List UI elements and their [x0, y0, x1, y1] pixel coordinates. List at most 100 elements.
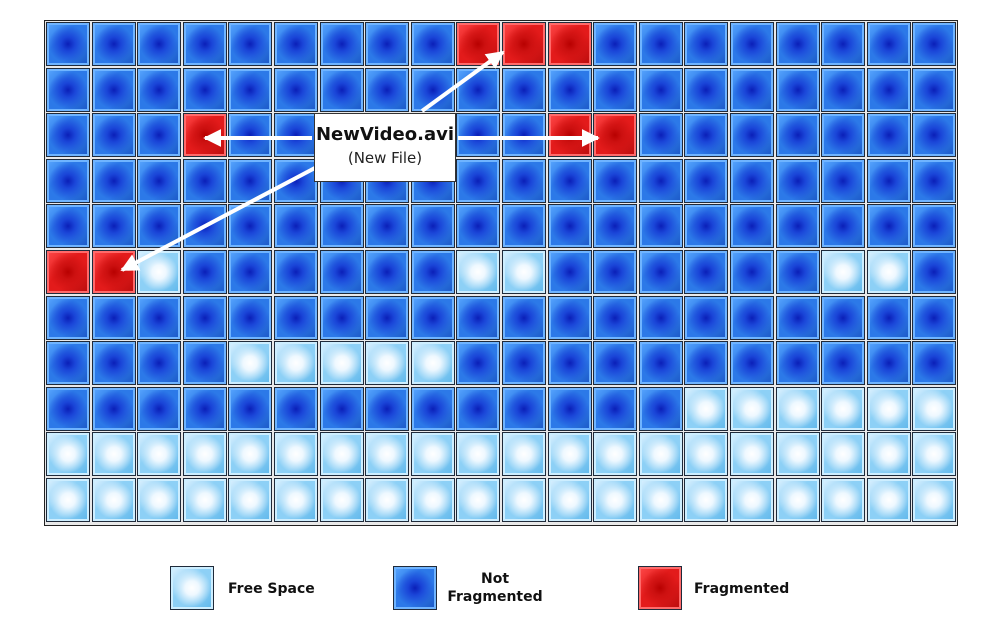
block-not-fragmented — [228, 386, 273, 431]
block-not-fragmented — [502, 113, 546, 158]
block-not-fragmented — [91, 295, 136, 340]
block-not-fragmented — [365, 204, 410, 249]
block-not-fragmented — [365, 67, 410, 112]
block-free-space — [775, 478, 820, 522]
block-not-fragmented — [684, 22, 729, 66]
block-not-fragmented — [502, 158, 546, 203]
block-not-fragmented — [91, 22, 136, 66]
block-not-fragmented — [821, 204, 866, 249]
block-free-space — [274, 478, 318, 522]
block-free-space — [638, 432, 683, 477]
block-free-space — [46, 432, 90, 477]
block-not-fragmented — [46, 158, 90, 203]
block-free-space — [182, 432, 227, 477]
block-not-fragmented — [593, 386, 638, 431]
block-not-fragmented — [228, 67, 273, 112]
block-free-space — [228, 341, 273, 386]
block-not-fragmented — [274, 295, 318, 340]
block-free-space — [821, 250, 866, 294]
block-not-fragmented — [912, 158, 957, 203]
block-not-fragmented — [456, 386, 501, 431]
block-free-space — [502, 478, 546, 522]
legend-fragmented-label: Fragmented — [694, 581, 790, 597]
block-free-space — [456, 432, 501, 477]
block-not-fragmented — [912, 295, 957, 340]
block-not-fragmented — [228, 113, 273, 158]
block-not-fragmented — [319, 295, 364, 340]
block-not-fragmented — [684, 158, 729, 203]
block-free-space — [319, 478, 364, 522]
block-fragmented — [593, 113, 638, 158]
block-not-fragmented — [866, 113, 911, 158]
block-free-space — [730, 478, 774, 522]
block-not-fragmented — [730, 295, 774, 340]
block-not-fragmented — [274, 250, 318, 294]
block-not-fragmented — [137, 204, 182, 249]
block-not-fragmented — [410, 204, 455, 249]
block-free-space — [730, 386, 774, 431]
block-not-fragmented — [684, 204, 729, 249]
block-not-fragmented — [502, 204, 546, 249]
legend-not-fragmented-line2: Fragmented — [447, 589, 543, 605]
block-not-fragmented — [46, 22, 90, 66]
block-free-space — [593, 432, 638, 477]
block-not-fragmented — [684, 250, 729, 294]
block-free-space — [182, 478, 227, 522]
block-free-space — [775, 432, 820, 477]
block-not-fragmented — [593, 204, 638, 249]
block-free-space — [821, 432, 866, 477]
block-not-fragmented — [775, 204, 820, 249]
block-not-fragmented — [319, 67, 364, 112]
block-not-fragmented — [638, 295, 683, 340]
block-not-fragmented — [46, 204, 90, 249]
block-not-fragmented — [91, 67, 136, 112]
block-not-fragmented — [182, 341, 227, 386]
block-not-fragmented — [137, 158, 182, 203]
block-not-fragmented — [228, 250, 273, 294]
block-not-fragmented — [274, 386, 318, 431]
legend-free-space-swatch — [170, 566, 214, 610]
block-not-fragmented — [912, 113, 957, 158]
block-not-fragmented — [456, 113, 501, 158]
block-not-fragmented — [775, 250, 820, 294]
block-free-space — [502, 432, 546, 477]
block-free-space — [638, 478, 683, 522]
block-not-fragmented — [137, 295, 182, 340]
block-not-fragmented — [319, 22, 364, 66]
block-not-fragmented — [46, 386, 90, 431]
block-free-space — [46, 478, 90, 522]
block-not-fragmented — [775, 113, 820, 158]
block-not-fragmented — [912, 204, 957, 249]
arrow-to-top-fragment — [420, 50, 505, 113]
block-not-fragmented — [730, 113, 774, 158]
block-not-fragmented — [137, 67, 182, 112]
block-not-fragmented — [547, 158, 592, 203]
block-free-space — [912, 386, 957, 431]
callout-subtitle: (New File) — [347, 149, 423, 167]
block-not-fragmented — [547, 67, 592, 112]
block-free-space — [684, 432, 729, 477]
legend-free-space-label: Free Space — [228, 581, 315, 597]
block-not-fragmented — [866, 67, 911, 112]
block-not-fragmented — [137, 22, 182, 66]
block-not-fragmented — [91, 158, 136, 203]
block-not-fragmented — [410, 250, 455, 294]
block-free-space — [91, 432, 136, 477]
block-not-fragmented — [91, 341, 136, 386]
arrow-to-bottom-left-fragment — [120, 158, 331, 272]
block-not-fragmented — [319, 204, 364, 249]
block-not-fragmented — [593, 22, 638, 66]
block-not-fragmented — [684, 341, 729, 386]
block-not-fragmented — [821, 295, 866, 340]
block-free-space — [274, 341, 318, 386]
block-not-fragmented — [730, 67, 774, 112]
block-not-fragmented — [182, 295, 227, 340]
block-free-space — [274, 432, 318, 477]
block-not-fragmented — [456, 341, 501, 386]
block-not-fragmented — [502, 386, 546, 431]
block-not-fragmented — [912, 22, 957, 66]
block-not-fragmented — [730, 158, 774, 203]
block-fragmented — [46, 250, 90, 294]
block-not-fragmented — [274, 67, 318, 112]
block-not-fragmented — [91, 204, 136, 249]
